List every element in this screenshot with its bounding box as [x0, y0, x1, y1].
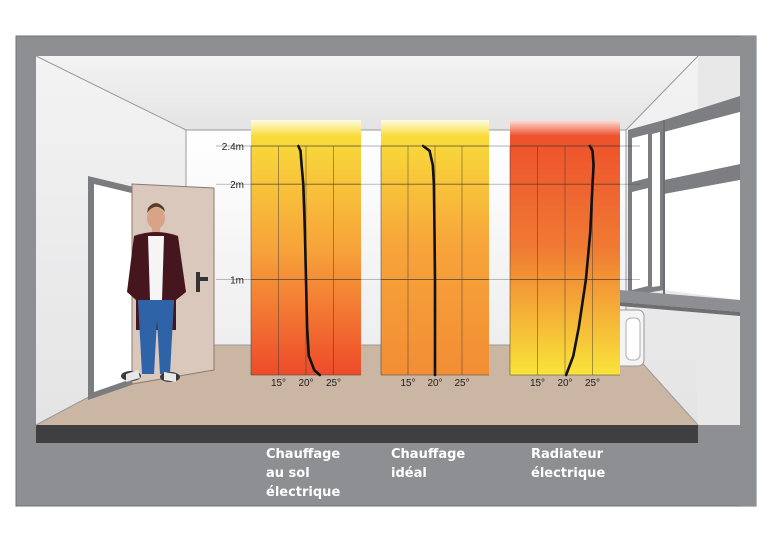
- profile-chart-1: 15° 20° 25°: [250, 120, 361, 389]
- profile-chart-2: 15° 20° 25°: [380, 120, 489, 389]
- x-tick-label: 25°: [326, 378, 341, 389]
- height-axis: 2.4m 2m 1m: [216, 142, 640, 287]
- x-tick-label: 25°: [585, 378, 600, 389]
- x-tick-label: 20°: [557, 378, 572, 389]
- heat-band-fade: [510, 120, 620, 136]
- height-label: 1m: [230, 276, 244, 287]
- temperature-profiles: 15° 20° 25° 15° 20° 25° 15° 20° 25° 2.4m 2m 1m: [216, 120, 640, 389]
- heat-band-fade: [381, 120, 489, 136]
- caption-chauffage-ideal: Chauffage idéal: [391, 447, 466, 481]
- x-tick-label: 20°: [298, 378, 313, 389]
- heat-band-fade: [251, 120, 361, 136]
- temperature-curve: [564, 144, 595, 377]
- x-tick-label: 15°: [271, 378, 286, 389]
- height-label: 2.4m: [222, 142, 244, 153]
- caption-chauffage-au-sol: Chauffage au sol électrique: [266, 447, 341, 500]
- window: [620, 96, 740, 316]
- x-tick-label: 20°: [427, 378, 442, 389]
- caption-radiateur-electrique: Radiateur électrique: [531, 447, 606, 481]
- temperature-curve: [297, 144, 322, 377]
- height-label: 2m: [230, 180, 244, 191]
- floor-baseboard: [36, 425, 698, 443]
- standing-man: [121, 203, 186, 382]
- profile-chart-3: 15° 20° 25°: [509, 120, 620, 389]
- x-tick-label: 15°: [530, 378, 545, 389]
- ceiling: [36, 56, 698, 130]
- x-tick-label: 15°: [400, 378, 415, 389]
- x-tick-label: 25°: [454, 378, 469, 389]
